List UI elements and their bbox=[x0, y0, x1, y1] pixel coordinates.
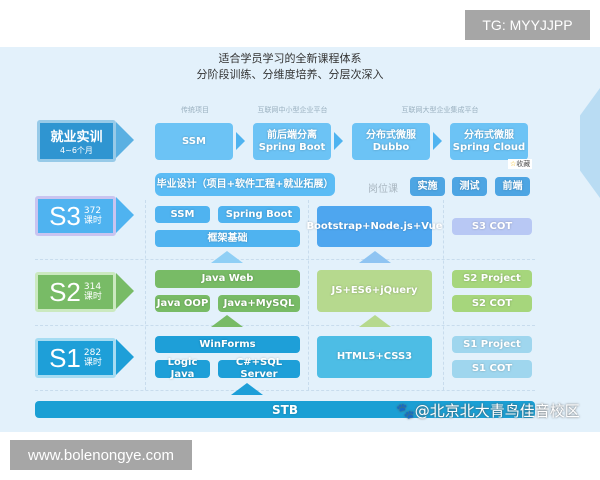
paw-icon: 🐾 bbox=[396, 402, 415, 420]
employment-duration: 4~6个月 bbox=[60, 146, 93, 155]
star-icon: ☆ bbox=[510, 160, 517, 168]
arrow-icon bbox=[334, 132, 343, 150]
s1-cot: S1 COT bbox=[452, 360, 532, 378]
step-label: Spring Cloud bbox=[452, 141, 526, 153]
column-header: 传统项目 bbox=[181, 106, 209, 114]
stage-name: S2 bbox=[49, 276, 81, 307]
favorite-label: 收藏 bbox=[516, 160, 531, 168]
up-arrow-icon bbox=[359, 315, 391, 327]
s2-project: S2 Project bbox=[452, 270, 532, 288]
stage-unit: 课时 bbox=[83, 216, 102, 226]
graduation-project: 毕业设计（项目+软件工程+就业拓展） bbox=[155, 173, 335, 196]
s2-cot: S2 COT bbox=[452, 295, 532, 312]
course-java-mysql: Java+MySQL bbox=[218, 295, 300, 312]
arrow-icon bbox=[116, 122, 134, 158]
favorite-button[interactable]: ☆收藏 bbox=[508, 159, 533, 169]
course-logic-java: Logic Java bbox=[155, 357, 210, 380]
arrow-icon bbox=[116, 339, 134, 375]
course-winforms: WinForms bbox=[155, 336, 300, 353]
stage-unit: 课时 bbox=[83, 292, 102, 302]
course-java-oop: Java OOP bbox=[155, 295, 210, 312]
stage-name: S3 bbox=[49, 200, 81, 231]
course-html5-css3: HTML5+CSS3 bbox=[317, 336, 432, 378]
job-course: 实施 bbox=[410, 177, 445, 196]
step-label: Dubbo bbox=[372, 141, 410, 153]
step-ssm: SSM bbox=[155, 123, 233, 160]
course-java-web: Java Web bbox=[155, 270, 300, 288]
job-course: 测试 bbox=[452, 177, 487, 196]
stage-hours: 314 bbox=[83, 282, 102, 292]
column-header: 互联网中小型企业平台 bbox=[257, 106, 328, 114]
job-course: 前端 bbox=[495, 177, 530, 196]
step-label: SSM bbox=[182, 135, 206, 147]
course-js-es6-jquery: JS+ES6+jQuery bbox=[317, 270, 432, 312]
s3-cot: S3 COT bbox=[452, 218, 532, 235]
stage-unit: 课时 bbox=[83, 358, 102, 368]
up-arrow-icon bbox=[359, 251, 391, 263]
decorative-side-shape bbox=[580, 88, 600, 198]
title-line2: 分阶段训练、分维度培养、分层次深入 bbox=[196, 68, 384, 81]
watermark: 🐾@北京北大青鸟佳音校区 bbox=[396, 400, 580, 421]
step-label: 分布式微服 bbox=[464, 129, 514, 141]
course-bootstrap-node-vue: Bootstrap+Node.js+Vue bbox=[306, 206, 443, 247]
job-courses-label: 岗位课 bbox=[368, 184, 398, 195]
step-label: Spring Boot bbox=[258, 141, 326, 153]
step-label: 前后端分离 bbox=[267, 129, 317, 141]
up-arrow-icon bbox=[211, 251, 243, 263]
arrow-icon bbox=[116, 197, 134, 233]
title-line1: 适合学员学习的全新课程体系 bbox=[218, 52, 362, 65]
stage-hours: 282 bbox=[83, 348, 102, 358]
course-csharp-sql-server: C#+SQL Server bbox=[218, 357, 300, 380]
arrow-icon bbox=[433, 132, 442, 150]
arrow-icon bbox=[236, 132, 245, 150]
employment-label: 就业实训 bbox=[50, 130, 103, 145]
course-ssm: SSM bbox=[155, 206, 210, 223]
site-label: www.bolenongye.com bbox=[10, 440, 192, 470]
employment-stage: 就业实训 4~6个月 bbox=[37, 120, 116, 162]
stage-hours: 372 bbox=[83, 206, 102, 216]
up-arrow-icon bbox=[231, 383, 263, 395]
s1-project: S1 Project bbox=[452, 336, 532, 353]
arrow-icon bbox=[116, 273, 134, 309]
step-label: 分布式微服 bbox=[366, 129, 416, 141]
column-header: 互联网大型企业集成平台 bbox=[401, 106, 479, 114]
foundation-stb: STB bbox=[35, 401, 535, 418]
tg-label: TG: MYYJJPP bbox=[465, 10, 590, 40]
up-arrow-icon bbox=[211, 315, 243, 327]
course-spring-boot: Spring Boot bbox=[218, 206, 300, 223]
watermark-text: @北京北大青鸟佳音校区 bbox=[414, 402, 580, 420]
stage-name: S1 bbox=[49, 342, 81, 373]
course-framework-basics: 框架基础 bbox=[155, 230, 300, 247]
